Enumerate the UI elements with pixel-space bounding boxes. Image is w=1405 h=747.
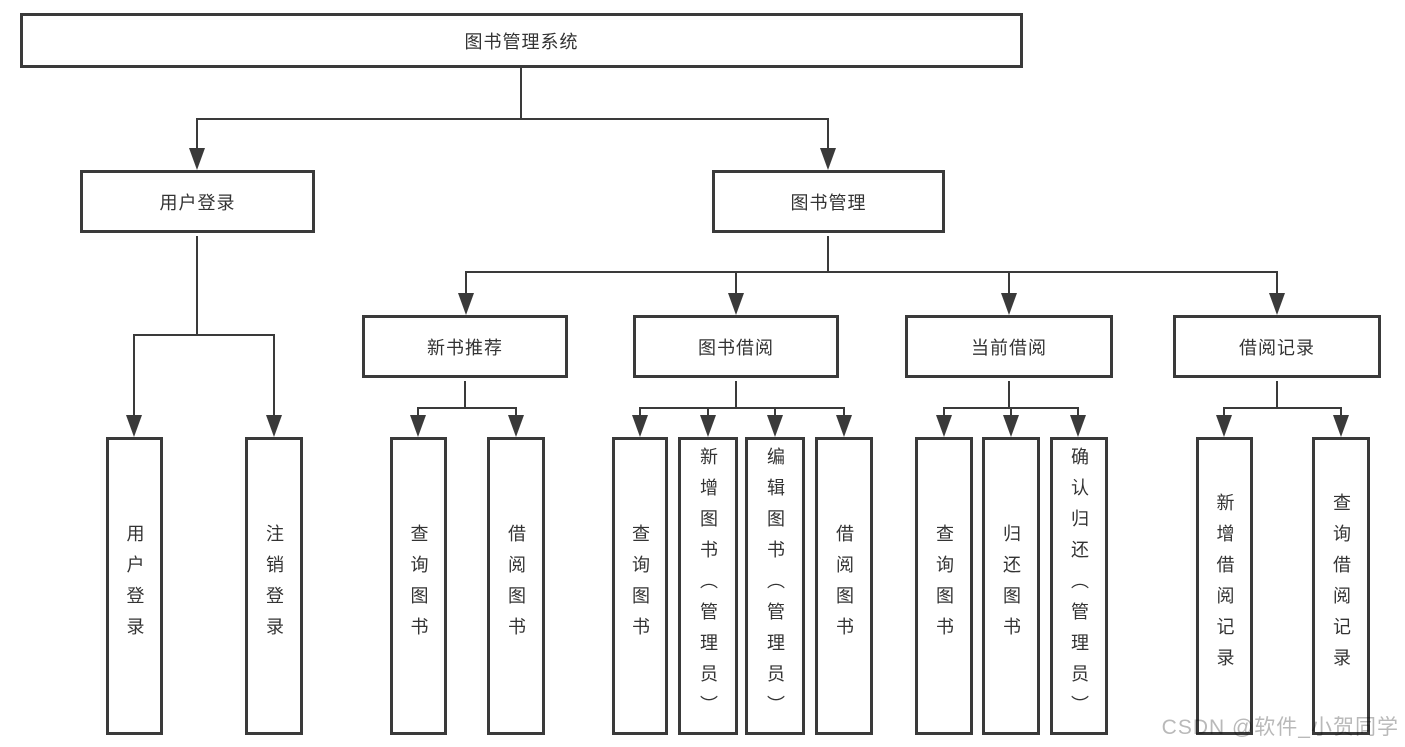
node-root-library-management-system: 图书管理系统 [20,13,1023,68]
leaf-query-books-current: 查询图书 [915,437,973,735]
leaf-edit-books-admin: 编辑图书（管理员） [745,437,805,735]
leaf-confirm-return-admin: 确认归还（管理员） [1050,437,1108,735]
leaf-add-books-admin: 新增图书（管理员） [678,437,738,735]
node-new-book-recommend: 新书推荐 [362,315,568,378]
leaf-add-borrow-record: 新增借阅记录 [1196,437,1253,735]
leaf-borrow-books: 借阅图书 [815,437,873,735]
leaf-query-books-recommend: 查询图书 [390,437,447,735]
node-current-borrow: 当前借阅 [905,315,1113,378]
node-book-management-group: 图书管理 [712,170,945,233]
leaf-return-books: 归还图书 [982,437,1040,735]
leaf-user-login: 用户登录 [106,437,163,735]
leaf-borrow-books-recommend: 借阅图书 [487,437,545,735]
leaf-logout: 注销登录 [245,437,303,735]
node-user-login-group: 用户登录 [80,170,315,233]
leaf-query-books-borrow: 查询图书 [612,437,668,735]
watermark: CSDN @软件_小贺同学 [1161,716,1399,739]
node-book-borrow: 图书借阅 [633,315,839,378]
leaf-query-borrow-record: 查询借阅记录 [1312,437,1370,735]
node-borrow-records: 借阅记录 [1173,315,1381,378]
